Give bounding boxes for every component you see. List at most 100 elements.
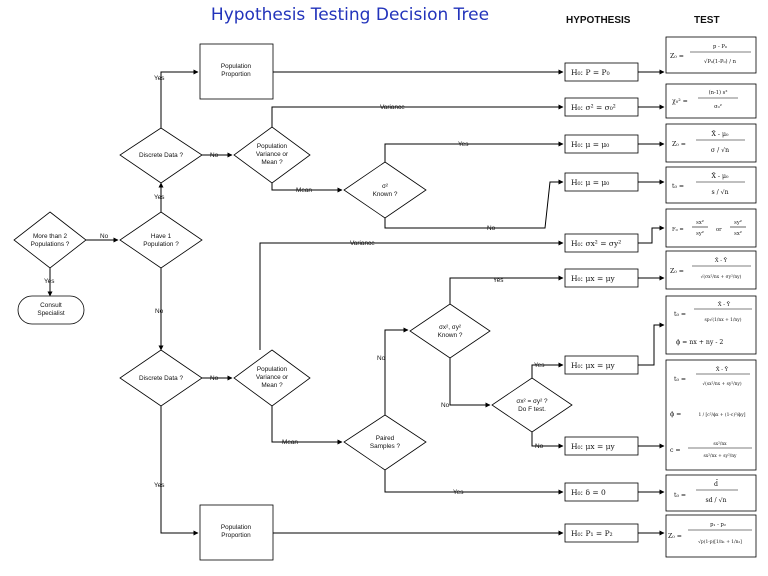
formula-denominator: √(sx²/nx + sy²/ny) [702,381,742,387]
formula-numerator: X̄ - μ₀ [712,173,729,180]
edge-label-yes: Yes [154,75,164,82]
test-box-f-test [665,208,757,248]
formula-lhs: t₀ = [674,311,686,318]
edge-label-yes: Yes [534,362,544,369]
edge-label-mean: Mean [282,439,298,446]
hypothesis-boxes [564,62,639,543]
edge-label-variance: Variance [380,104,405,111]
node-label: Discrete Data ? [139,375,183,382]
node-label: Discrete Data ? [139,152,183,159]
formula-numerator: (n-1) s² [709,89,728,96]
hypothesis-box [564,172,639,192]
formula-df-fraction: 1 / [c²/ϕx + (1-c)²/ϕy] [698,412,745,418]
node-label: Variance or [256,374,289,381]
edge-variance-to-h5 [259,240,564,350]
decision-paired-samples [343,414,427,471]
edge-label-no: No [487,225,496,232]
node-label: Mean ? [261,159,283,166]
formula-denominator: sd / √n [705,497,726,504]
hypothesis-texts: H₀: P = P₀ H₀: σ² = σ₀² H₀: μ = μ₀ H₀: μ… [571,68,621,538]
edge-label-no: No [210,375,219,382]
test-box-t-mean [665,166,757,204]
edge-paired-no-to-sigmas [384,327,409,415]
hypothesis-box [564,62,639,82]
edge-sigma-yes-to-h3 [384,141,564,162]
hypothesis-text: H₀: μ = μ₀ [571,178,609,187]
hypothesis-text: H₀: σ² = σ₀² [571,103,616,112]
hypothesis-box [564,523,639,543]
edge-mean-to-paired [271,406,343,445]
node-label: σx², σy² [439,324,461,331]
node-label: Populations ? [31,241,70,248]
formula-denominator: √p(1-p)[1/n₁ + 1/n₂] [698,539,742,545]
node-label: Variance or [256,151,289,158]
formula-denominator: σ₀² [714,104,722,110]
formula-lhs: F₀ = [672,227,684,233]
node-label: More than 2 [33,233,68,240]
node-label: Population ? [143,241,179,248]
test-box-z-two-means [665,250,757,290]
edge-sigmas-yes-to-h6 [449,275,564,304]
hypothesis-text: H₀: μx = μy [571,274,615,283]
edge-equalvar-no-to-h8 [531,432,564,449]
edge-labels: Yes Yes No Yes No Variance Mean Yes No N… [44,75,544,496]
node-label: Known ? [438,332,463,339]
hypothesis-text: H₀: μx = μy [571,442,615,451]
formula-lhs: Z₀ = [672,141,686,148]
node-label: σ² [382,183,388,190]
edge-sigmas-no-to-equalvar [449,358,491,408]
formula-numerator: X̄ - Ȳ [716,366,729,373]
decision-discrete-bottom [119,349,203,407]
formula-numerator: X̄ - Ȳ [718,301,731,308]
hypothesis-text: H₀: σx² = σy² [571,239,621,248]
hypothesis-text: H₀: μ = μ₀ [571,140,609,149]
hypothesis-text: H₀: μx = μy [571,361,615,370]
hypothesis-box [564,134,639,154]
formula-lhs: Z₀ = [670,53,684,60]
edge-label-yes: Yes [154,482,164,489]
formula-lhs: Z₀ = [670,268,684,275]
edge-label-no: No [155,308,164,315]
node-label: Population [221,63,252,70]
test-box-pooled-t [665,295,757,355]
edge-label-yes: Yes [493,277,503,284]
hypothesis-box [564,355,639,375]
formula-denominator: s / √n [711,189,728,196]
formula-denominator: σ / √n [711,147,729,154]
formula-numerator: sy² [734,220,742,226]
edge-variance-to-h2 [271,104,564,127]
edge-discrete-top-to-prop [160,69,199,128]
edge-label-no: No [100,233,109,240]
node-label: Do F test. [518,406,546,413]
box-population-proportion-top [199,43,274,100]
hypothesis-text: H₀: P₁ = P₂ [571,529,613,538]
test-box-paired-t [665,474,757,512]
node-label: Population [221,524,252,531]
hypothesis-box [564,268,639,288]
formula-denominator: sx²/nx + sy²/ny [703,453,737,459]
nodes [13,43,573,561]
column-header-hypothesis: HYPOTHESIS [566,15,631,26]
edge-label-variance: Variance [350,240,375,247]
node-label: Proportion [221,532,251,539]
node-label: σx² = σy² ? [516,398,548,405]
formula-or: or [716,227,722,233]
formula-denominator: sp√(1/nx + 1/ny) [705,317,742,323]
test-box-welch-t [665,359,757,471]
hypothesis-text: H₀: P = P₀ [571,68,610,77]
edge-label-no: No [377,355,386,362]
column-header-test: TEST [694,15,720,26]
formula-numerator: p₁ - p₂ [710,522,726,528]
formula-lhs: t₀ = [674,492,686,499]
formula-numerator: X̄ - μ₀ [712,131,729,138]
formula-denominator: sy² [696,231,704,237]
box-population-proportion-bottom [199,504,274,561]
test-box-z-two-proportions [665,514,757,558]
decision-sigmas-known [409,303,491,359]
hypothesis-box [564,233,639,253]
node-label: Proportion [221,71,251,78]
formula-degrees-of-freedom: ϕ = nx + ny - 2 [676,339,723,346]
edge-label-no: No [441,402,450,409]
formula-lhs: t₀ = [674,376,686,383]
